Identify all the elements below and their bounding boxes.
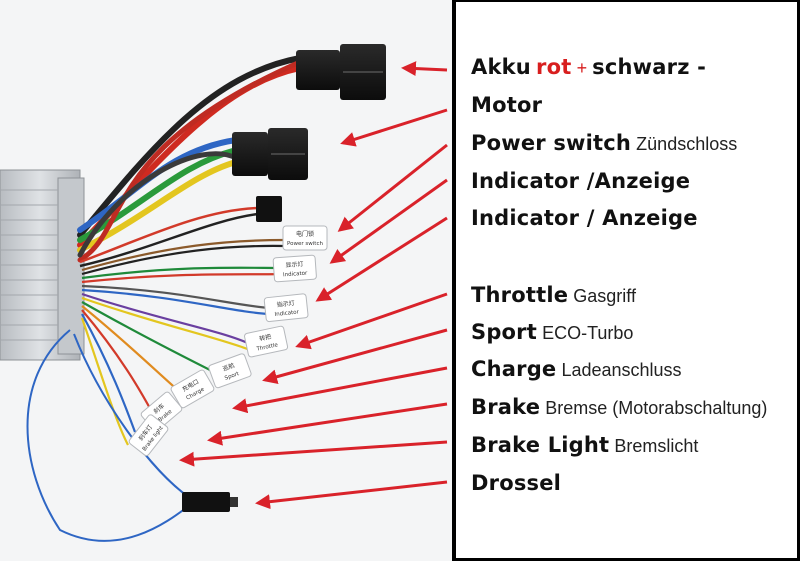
controller-photo: 电门锁 Power switch 显示灯 Indicator 指示灯 Indic…: [0, 0, 453, 561]
svg-text:巡航: 巡航: [222, 361, 236, 373]
label-akku-word: Akku: [471, 55, 531, 79]
svg-text:Power switch: Power switch: [287, 241, 323, 247]
signal-wires: [26, 238, 286, 542]
label-charge-en: Charge: [471, 357, 557, 381]
label-power-switch: Power switch Zündschloss: [471, 133, 737, 154]
label-brake-de: Bremse (Motorabschaltung): [545, 398, 768, 418]
label-throttle-en: Throttle: [471, 283, 569, 307]
label-power-switch-de: Zündschloss: [636, 134, 738, 154]
label-sport: Sport ECO-Turbo: [471, 322, 633, 343]
label-akku: Akku rot + schwarz -: [471, 57, 706, 78]
power-wires: [77, 55, 303, 263]
power-switch-connector: [79, 196, 282, 268]
frame-right: [797, 0, 800, 561]
label-brake-light: Brake Light Bremslicht: [471, 435, 698, 456]
svg-text:指示灯: 指示灯: [276, 299, 295, 309]
tag-indicator-a: 显示灯 Indicator: [272, 254, 317, 283]
svg-text:电门锁: 电门锁: [296, 230, 314, 238]
label-drossel: Drossel: [471, 471, 562, 495]
frame-bottom: [452, 558, 800, 561]
label-brake-en: Brake: [471, 395, 541, 419]
label-sport-de: ECO-Turbo: [542, 323, 634, 343]
label-throttle-de: Gasgriff: [573, 286, 636, 306]
svg-text:Sport: Sport: [224, 371, 241, 382]
label-akku-plus: +: [576, 58, 588, 78]
drossel-connector: [182, 492, 238, 512]
label-brake-light-de: Bremslicht: [614, 436, 699, 456]
motor-plug: [232, 128, 308, 180]
svg-text:Indicator: Indicator: [283, 271, 308, 279]
label-brake: Brake Bremse (Motorabschaltung): [471, 397, 767, 418]
tag-charge: 充电口 Charge: [170, 369, 215, 409]
label-motor: Motor: [471, 93, 543, 117]
label-akku-rot: rot: [536, 55, 572, 79]
label-brake-light-en: Brake Light: [471, 433, 610, 457]
svg-text:Indicator: Indicator: [274, 309, 300, 318]
label-akku-schwarz: schwarz -: [592, 55, 707, 79]
label-sport-en: Sport: [471, 320, 537, 344]
controller-body: [0, 169, 85, 361]
tag-indicator-b: 指示灯 Indicator: [263, 293, 309, 323]
label-throttle: Throttle Gasgriff: [471, 285, 636, 306]
battery-plug: [296, 44, 386, 100]
tag-power-switch: 电门锁 Power switch: [282, 225, 328, 251]
label-indicator-1: Indicator /Anzeige: [471, 169, 691, 193]
svg-text:显示灯: 显示灯: [285, 260, 304, 269]
label-indicator-2: Indicator / Anzeige: [471, 206, 698, 230]
label-charge-de: Ladeanschluss: [561, 360, 682, 380]
label-power-switch-en: Power switch: [471, 131, 632, 155]
panel-divider: [452, 0, 456, 561]
frame-top: [452, 0, 800, 2]
label-charge: Charge Ladeanschluss: [471, 359, 682, 380]
